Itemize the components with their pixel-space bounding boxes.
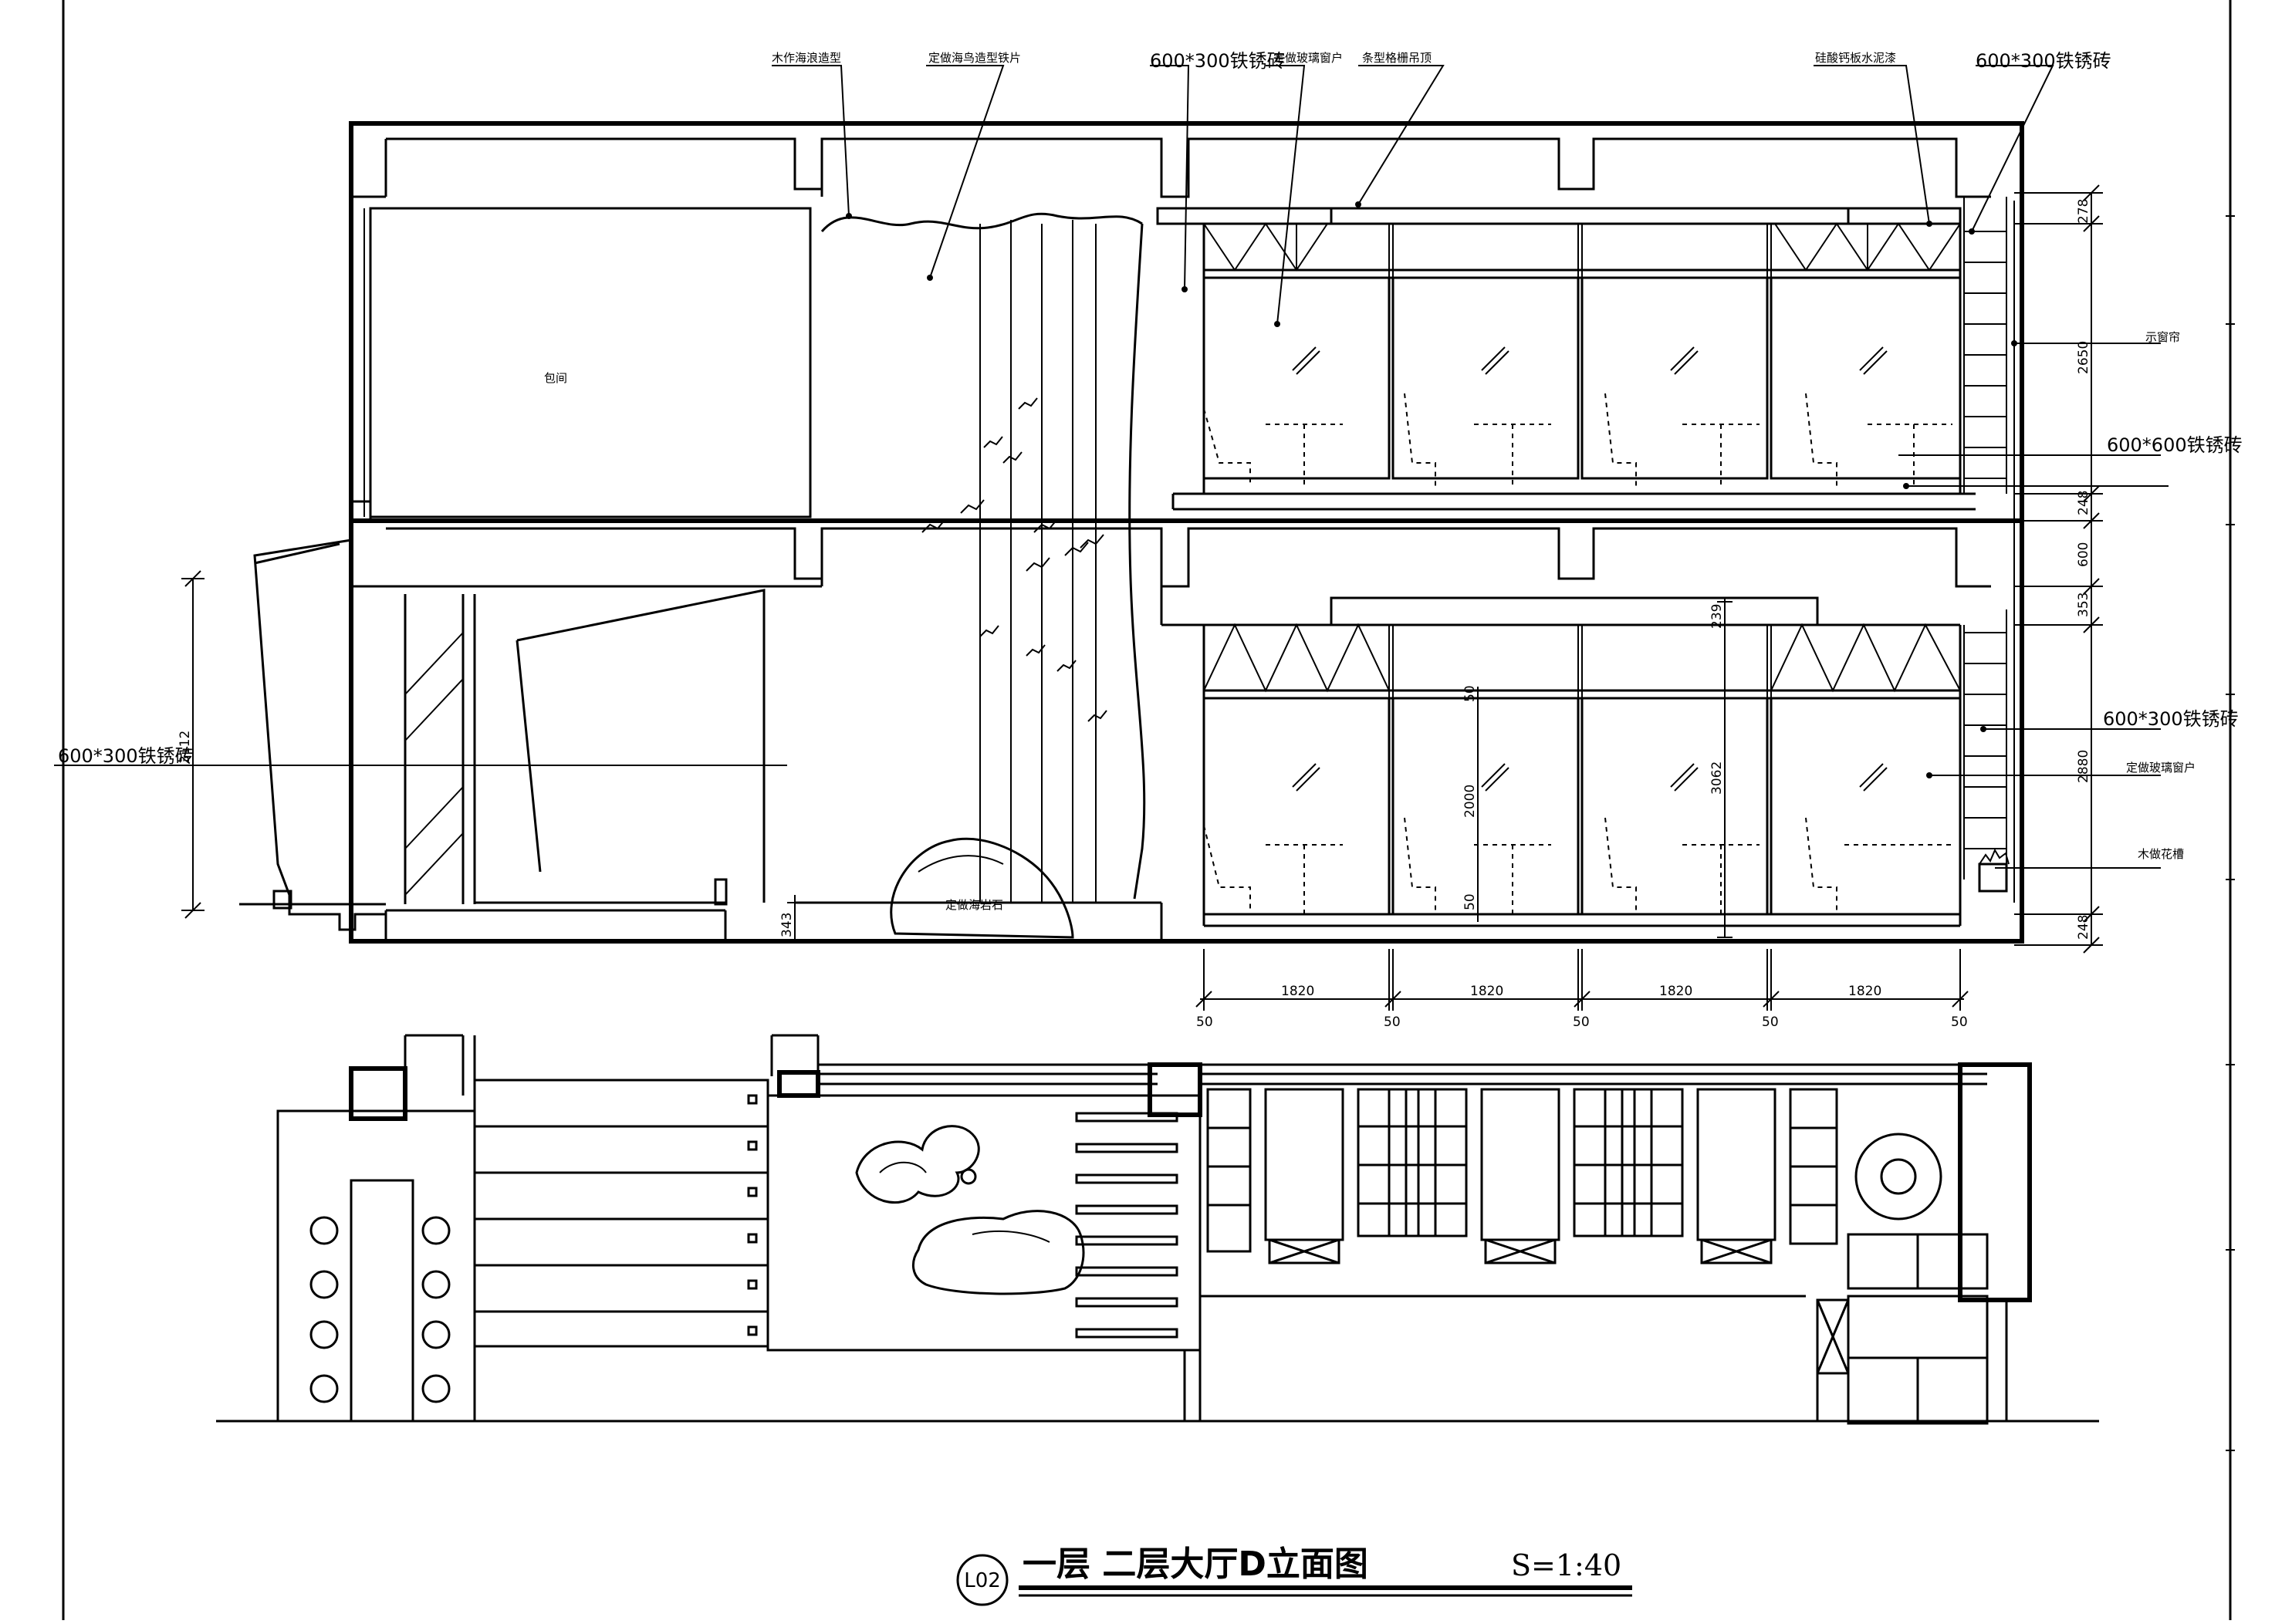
dim-span-3: 1820 <box>1659 984 1692 999</box>
label-strip-grille: 条型格栅吊顶 <box>1362 51 1432 65</box>
dim-right-7: 248 <box>2076 915 2091 940</box>
border-ticks <box>2226 215 2235 1451</box>
dimension-values: 278 2650 248 600 353 2880 248 3112 343 2… <box>177 199 2091 1030</box>
drawing-scale: S=1:40 <box>1511 1548 1621 1582</box>
dim-interior-4: 3062 <box>1709 761 1725 795</box>
dim-gap-5: 50 <box>1951 1015 1968 1030</box>
label-glass-window-right: 定做玻璃窗户 <box>2126 761 2196 775</box>
annotation-labels: 木作海浪造型 定做海鸟造型铁片 600*300铁锈砖 定做玻璃窗户 条型格栅吊顶… <box>58 50 2243 912</box>
label-seagull-iron: 定做海鸟造型铁片 <box>928 51 1021 65</box>
dim-gap-4: 50 <box>1762 1015 1779 1030</box>
label-shutter: 示窗帘 <box>2145 330 2180 344</box>
dim-interior-2: 50 <box>1462 685 1478 702</box>
dim-span-4: 1820 <box>1848 984 1881 999</box>
dim-right-1: 278 <box>2076 199 2091 224</box>
label-tile-left: 600*300铁锈砖 <box>58 745 194 767</box>
lower-window-band <box>1202 596 2010 927</box>
dim-right-2: 2650 <box>2076 341 2091 374</box>
label-planter: 木做花槽 <box>2138 847 2184 861</box>
label-tile-right: 600*300铁锈砖 <box>2103 708 2239 730</box>
dim-floor-step: 343 <box>779 913 795 937</box>
dim-span-2: 1820 <box>1470 984 1503 999</box>
dim-gap-1: 50 <box>1196 1015 1213 1030</box>
label-wood-wave: 木作海浪造型 <box>772 51 841 65</box>
elevation-structure <box>239 121 2024 944</box>
dim-right-4: 600 <box>2076 542 2091 567</box>
label-calcium-board: 硅酸钙板水泥漆 <box>1815 51 1896 65</box>
upper-window-band <box>1156 197 2015 903</box>
dim-right-5: 353 <box>2076 593 2091 617</box>
dim-interior-1: 239 <box>1709 604 1725 629</box>
dim-right-3: 248 <box>2076 491 2091 515</box>
dim-interior-3: 2000 <box>1462 785 1478 818</box>
label-tile-top-a: 600*300铁锈砖 <box>1150 50 1286 72</box>
plan-view <box>216 1034 2099 1425</box>
title-block: L02 一层 二层大厅D立面图 S=1:40 <box>956 1545 1632 1606</box>
drawing-title: 一层 二层大厅D立面图 <box>1023 1545 1368 1584</box>
dim-gap-2: 50 <box>1384 1015 1401 1030</box>
annotation-leaders <box>54 65 2169 869</box>
label-rock: 定做海岩石 <box>945 898 1003 912</box>
dimension-lines <box>181 184 2103 1011</box>
label-tile-top-b: 600*300铁锈砖 <box>1976 50 2111 72</box>
dim-span-1: 1820 <box>1281 984 1314 999</box>
sheet-number: L02 <box>964 1569 1001 1592</box>
label-room: 包间 <box>544 371 567 385</box>
dim-interior-5: 50 <box>1462 893 1478 910</box>
dim-right-6: 2880 <box>2076 750 2091 783</box>
label-tile-600x600: 600*600铁锈砖 <box>2107 434 2243 456</box>
dim-left-height: 3112 <box>177 731 193 764</box>
sheet-number-circle <box>956 1554 1009 1606</box>
label-glass-window-top: 定做玻璃窗户 <box>1273 51 1343 65</box>
dim-gap-3: 50 <box>1573 1015 1590 1030</box>
